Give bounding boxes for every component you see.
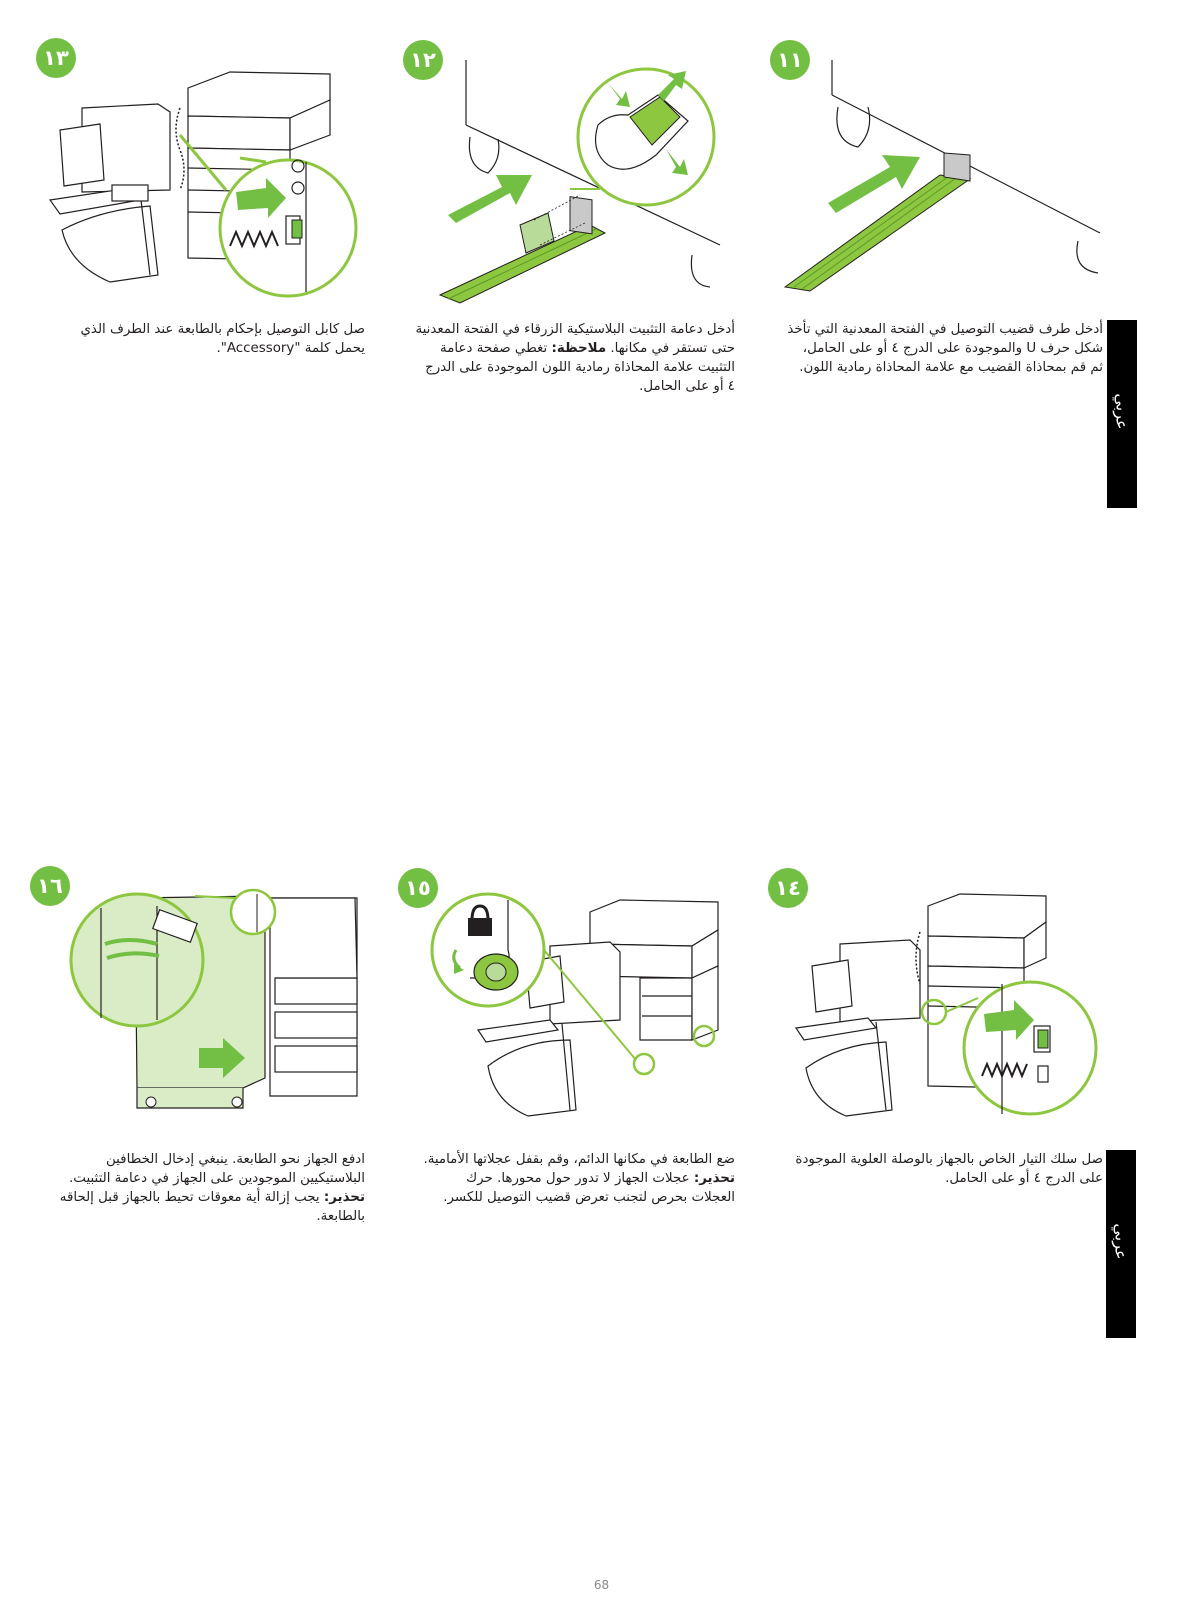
caption-line: حتى تستقر في مكانها. ملاحظة: تغطي صفحة د… bbox=[395, 339, 735, 358]
step-16-badge: ١٦ bbox=[30, 866, 70, 906]
caption-line: ثم قم بمحاذاة القضيب مع علامة المحاذاة ر… bbox=[799, 360, 1103, 375]
language-side-tab: عربي bbox=[1107, 320, 1137, 508]
step-12-caption: أدخل دعامة التثبيت البلاستيكية الزرقاء ف… bbox=[395, 320, 735, 396]
step-14-caption: صل سلك التيار الخاص بالجهاز بالوصلة العل… bbox=[763, 1150, 1103, 1188]
step-13-caption: صل كابل التوصيل بإحكام بالطابعة عند الطر… bbox=[55, 320, 365, 358]
caption-text: تغطي صفحة دعامة bbox=[440, 341, 548, 356]
step-12-illustration bbox=[438, 60, 721, 304]
caption-line: شكل حرف U والموجودة على الدرج ٤ أو على ا… bbox=[802, 341, 1103, 356]
arrow-icon bbox=[984, 1000, 1034, 1040]
caption-line: تحذير: عجلات الجهاز لا تدور حول محورها. … bbox=[395, 1169, 735, 1188]
caption-text: حتى تستقر في مكانها. bbox=[610, 341, 735, 356]
caption-line: تحذير: يجب إزالة أية معوقات تحيط بالجهاز… bbox=[55, 1188, 365, 1207]
caption-line: أدخل طرف قضيب التوصيل في الفتحة المعدنية… bbox=[787, 322, 1103, 337]
step-15-caption: ضع الطابعة في مكانها الدائم، وقم بقفل عج… bbox=[395, 1150, 735, 1207]
caption-line: بالطابعة. bbox=[316, 1209, 365, 1224]
caption-line: ٤ أو على الحامل. bbox=[639, 379, 735, 394]
caption-line: صل سلك التيار الخاص بالجهاز بالوصلة العل… bbox=[795, 1152, 1103, 1167]
caption-line: يحمل كلمة "Accessory". bbox=[216, 341, 365, 356]
step-16-caption: ادفع الجهاز نحو الطابعة. ينبغي إدخال الخ… bbox=[55, 1150, 365, 1226]
step-16-illustration bbox=[69, 888, 358, 1109]
step-11-illustration bbox=[783, 60, 1101, 292]
lock-icon bbox=[468, 904, 492, 936]
arrow-icon bbox=[236, 178, 286, 218]
caption-line: ادفع الجهاز نحو الطابعة. ينبغي إدخال الخ… bbox=[105, 1152, 365, 1167]
arrow-icon bbox=[448, 175, 532, 223]
page-number: 68 bbox=[593, 1578, 610, 1592]
caution-label: تحذير: bbox=[693, 1171, 735, 1186]
caption-text: عجلات الجهاز لا تدور حول محورها. حرك bbox=[466, 1171, 690, 1186]
caption-line: البلاستيكيين الموجودين على الجهاز في دعا… bbox=[69, 1171, 365, 1186]
caution-label: تحذير: bbox=[323, 1190, 365, 1205]
step-15-badge: ١٥ bbox=[398, 868, 438, 908]
caption-line: أدخل دعامة التثبيت البلاستيكية الزرقاء ف… bbox=[415, 322, 735, 337]
step-14-badge: ١٤ bbox=[768, 868, 808, 908]
step-11-badge: ١١ bbox=[770, 40, 810, 80]
caption-line: على الدرج ٤ أو على الحامل. bbox=[945, 1171, 1103, 1186]
side-tab-label: عربي bbox=[1111, 1223, 1131, 1260]
side-tab-label: عربي bbox=[1112, 393, 1132, 430]
arrow-icon bbox=[828, 155, 920, 213]
caption-line: التثبيت علامة المحاذاة رمادية اللون المو… bbox=[425, 360, 735, 375]
language-side-tab: عربي bbox=[1106, 1150, 1136, 1338]
step-15-illustration bbox=[430, 892, 719, 1117]
caption-line: ضع الطابعة في مكانها الدائم، وقم بقفل عج… bbox=[423, 1152, 735, 1167]
power-cord-icon bbox=[981, 1061, 1028, 1079]
arrow-icon bbox=[199, 1038, 245, 1078]
step-11-caption: أدخل طرف قضيب التوصيل في الفتحة المعدنية… bbox=[763, 320, 1103, 377]
caption-line: صل كابل التوصيل بإحكام بالطابعة عند الطر… bbox=[80, 322, 365, 337]
note-label: ملاحظة: bbox=[551, 341, 607, 356]
caption-text: يجب إزالة أية معوقات تحيط بالجهاز قبل إل… bbox=[59, 1190, 320, 1205]
step-14-illustration bbox=[794, 893, 1098, 1117]
step-13-illustration bbox=[48, 71, 358, 298]
step-13-badge: ١٣ bbox=[36, 38, 76, 78]
step-12-badge: ١٢ bbox=[403, 40, 443, 80]
power-cord-icon bbox=[229, 229, 279, 249]
caption-line: العجلات بحرص لتجنب تعرض قضيب التوصيل للك… bbox=[443, 1190, 735, 1205]
